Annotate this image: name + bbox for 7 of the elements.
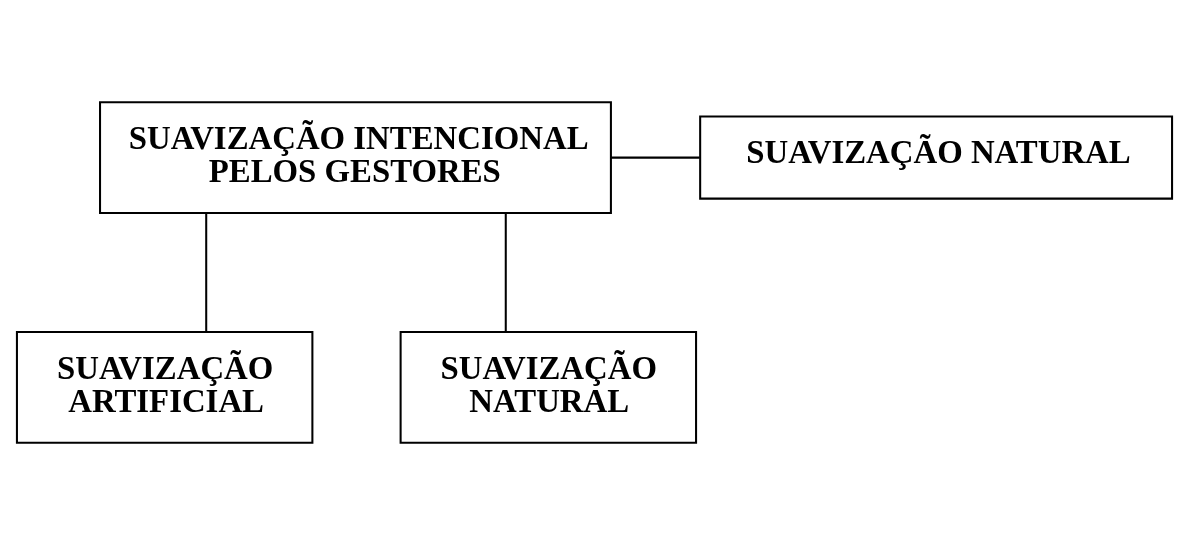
node-box: SUAVIZAÇÃO INTENCIONAL PELOS GESTORES <box>99 101 612 215</box>
connector <box>504 213 507 332</box>
connector <box>611 156 700 159</box>
node-box: SUAVIZAÇÃO ARTIFICIAL <box>15 330 314 444</box>
connector <box>205 213 208 332</box>
node-box: SUAVIZAÇÃO NATURAL <box>399 330 698 444</box>
node-box: SUAVIZAÇÃO NATURAL <box>699 115 1174 200</box>
